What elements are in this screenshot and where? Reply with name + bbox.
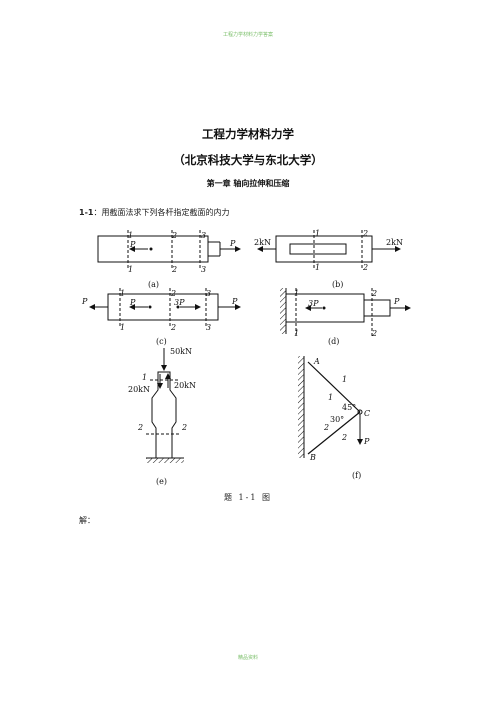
d-sec2-bot: 2 bbox=[371, 329, 377, 338]
page-header: 工程力学材料力学答案 bbox=[222, 32, 273, 38]
c-load-3P: 3P bbox=[174, 298, 185, 307]
f-angle-45: 45° bbox=[342, 403, 356, 412]
c-end-P-right: P bbox=[231, 297, 238, 306]
e-load-50kN: 50kN bbox=[170, 347, 192, 356]
diagram-c: 1 1 2 2 3 3 P P 3P P (c) bbox=[81, 288, 241, 346]
f-sec1-out: 1 bbox=[342, 375, 347, 384]
b-sec2-bot: 2 bbox=[362, 263, 368, 272]
doc-subtitle: （北京科技大学与东北大学） bbox=[173, 153, 323, 167]
chapter-heading: 第一章 轴向拉伸和压缩 bbox=[206, 178, 290, 188]
figure-caption: 题 1-1 图 bbox=[224, 493, 272, 502]
f-point-B: B bbox=[309, 453, 316, 462]
a-sec1-top: 1 bbox=[128, 231, 133, 240]
solution-label: 解： bbox=[79, 516, 95, 525]
c-sec3-top: 3 bbox=[206, 289, 211, 298]
b-label: (b) bbox=[332, 280, 343, 289]
c-sec1-top: 1 bbox=[120, 289, 125, 298]
f-load-P: P bbox=[363, 437, 370, 446]
f-sec2-out: 2 bbox=[341, 433, 347, 442]
e-sec1: 1 bbox=[142, 373, 147, 382]
b-load-right: 2kN bbox=[386, 238, 403, 247]
a-sec2-bot: 2 bbox=[171, 265, 177, 274]
c-end-P-left: P bbox=[81, 297, 88, 306]
c-sec2-top: 2 bbox=[170, 289, 176, 298]
d-end-P: P bbox=[393, 297, 400, 306]
e-sec2-left: 2 bbox=[137, 423, 143, 432]
a-end-P: P bbox=[229, 239, 236, 248]
diagram-e: 50kN 20kN 20kN 1 2 2 (e) bbox=[128, 347, 196, 486]
diagram-a: 1 1 2 2 3 3 P P (a) bbox=[97, 230, 241, 289]
f-sec2-in: 2 bbox=[323, 423, 329, 432]
c-sec2-bot: 2 bbox=[170, 323, 176, 332]
f-label: (f) bbox=[352, 471, 361, 480]
a-sec1-bot: 1 bbox=[128, 265, 133, 274]
b-load-left: 2kN bbox=[254, 238, 271, 247]
c-sec3-bot: 3 bbox=[206, 323, 211, 332]
e-load-20kN-left: 20kN bbox=[128, 385, 150, 394]
f-sec1-in: 1 bbox=[328, 393, 333, 402]
a-label: (a) bbox=[148, 280, 159, 289]
f-point-C: C bbox=[364, 409, 370, 418]
diagram-d: 1 1 2 2 3P P (d) bbox=[280, 288, 411, 346]
b-sec1-top: 1 bbox=[315, 229, 320, 238]
b-sec2-top: 2 bbox=[362, 229, 368, 238]
problem-number: 1-1 bbox=[79, 208, 94, 217]
diagram-b: 1 1 2 2 2kN 2kN (b) bbox=[254, 229, 403, 289]
page-footer: 精品资料 bbox=[237, 655, 258, 661]
a-sec3-bot: 3 bbox=[201, 265, 206, 274]
d-label: (d) bbox=[328, 337, 339, 346]
e-label: (e) bbox=[156, 477, 167, 486]
d-sec1-bot: 1 bbox=[294, 329, 299, 338]
a-sec3-top: 3 bbox=[201, 231, 206, 240]
a-sec2-top: 2 bbox=[171, 231, 177, 240]
b-sec1-bot: 1 bbox=[315, 263, 320, 272]
d-sec2-top: 2 bbox=[371, 289, 377, 298]
f-angle-30: 30° bbox=[330, 415, 344, 424]
diagram-f: A B C P 1 1 2 2 45° 30° (f) bbox=[298, 356, 370, 480]
doc-title: 工程力学材料力学 bbox=[202, 127, 294, 141]
c-load-P: P bbox=[129, 298, 136, 307]
a-load-P: P bbox=[129, 240, 136, 249]
problem-figure: 1 1 2 2 3 3 P P (a) 1 1 2 2 2kN 2kN (b) bbox=[81, 229, 411, 486]
problem-text: ：用截面法求下列各杆指定截面的内力 bbox=[93, 208, 230, 217]
c-label: (c) bbox=[156, 337, 167, 346]
d-load-3P: 3P bbox=[308, 299, 319, 308]
c-sec1-bot: 1 bbox=[120, 323, 125, 332]
problem-statement: 1-1：用截面法求下列各杆指定截面的内力 bbox=[79, 207, 229, 218]
e-load-20kN-right: 20kN bbox=[174, 381, 196, 390]
e-sec2-right: 2 bbox=[181, 423, 187, 432]
d-sec1-top: 1 bbox=[294, 289, 299, 298]
f-point-A: A bbox=[313, 357, 320, 366]
